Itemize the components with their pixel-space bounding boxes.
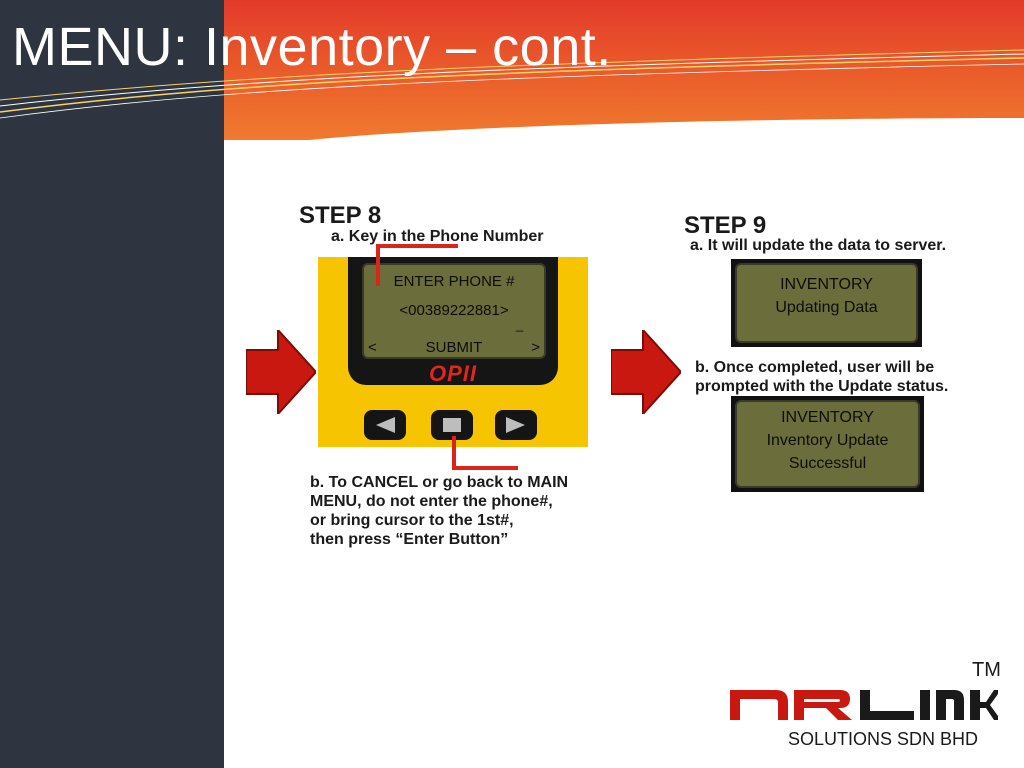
step8-caption-a: a. Key in the Phone Number <box>331 228 544 245</box>
right-button[interactable] <box>495 410 537 440</box>
callout-line-a <box>376 244 380 286</box>
screen-prev-indicator: < <box>368 339 377 356</box>
result-panel-heading: INVENTORY <box>781 409 874 426</box>
step9-caption-a: a. It will update the data to server. <box>690 237 947 254</box>
enter-button[interactable] <box>431 410 473 440</box>
triangle-left-icon <box>376 417 395 433</box>
result-panel: INVENTORY Inventory Update Successful <box>731 396 924 492</box>
update-panel-heading: INVENTORY <box>780 276 873 293</box>
swoosh-lines <box>0 49 1024 119</box>
nrlink-logo <box>730 690 998 720</box>
result-panel-line3: Successful <box>788 455 867 472</box>
step9-caption-b: b. Once completed, user will be prompted… <box>695 359 949 395</box>
screen-cursor: _ <box>516 317 524 332</box>
opii-logo: OPII <box>428 361 477 386</box>
update-panel: INVENTORY Updating Data <box>731 259 922 347</box>
callout-line-b-horizontal <box>452 466 518 470</box>
device-frame: ENTER PHONE # <00389222881> _ SUBMIT < >… <box>348 257 558 386</box>
callout-line-a-horizontal <box>376 244 458 248</box>
update-panel-status: Updating Data <box>775 299 878 316</box>
step9-title: STEP 9 <box>684 212 767 239</box>
callout-line-b <box>452 436 456 468</box>
step8-caption-b: b. To CANCEL or go back to MAIN MENU, do… <box>310 474 569 548</box>
header-band <box>224 0 1024 140</box>
step8-title: STEP 8 <box>299 202 382 229</box>
screen-prompt: ENTER PHONE # <box>393 273 515 290</box>
device-screen: ENTER PHONE # <00389222881> _ SUBMIT < > <box>362 263 546 359</box>
device-illustration: ENTER PHONE # <00389222881> _ SUBMIT < >… <box>318 257 588 447</box>
phone-number-value: <00389222881> <box>399 302 509 319</box>
screen-next-indicator: > <box>531 339 540 356</box>
page-title: MENU: Inventory – cont. <box>12 17 612 77</box>
sidebar-panel <box>0 0 224 768</box>
arrow-right-icon <box>246 330 316 414</box>
screen-submit-label: SUBMIT <box>425 339 483 356</box>
square-icon <box>443 418 461 432</box>
company-name: SOLUTIONS SDN BHD <box>788 729 979 749</box>
left-button[interactable] <box>364 410 406 440</box>
triangle-right-icon <box>506 417 525 433</box>
result-panel-line2: Inventory Update <box>766 432 889 449</box>
trademark-mark: TM <box>972 659 1001 681</box>
arrow-right-icon <box>611 330 681 414</box>
